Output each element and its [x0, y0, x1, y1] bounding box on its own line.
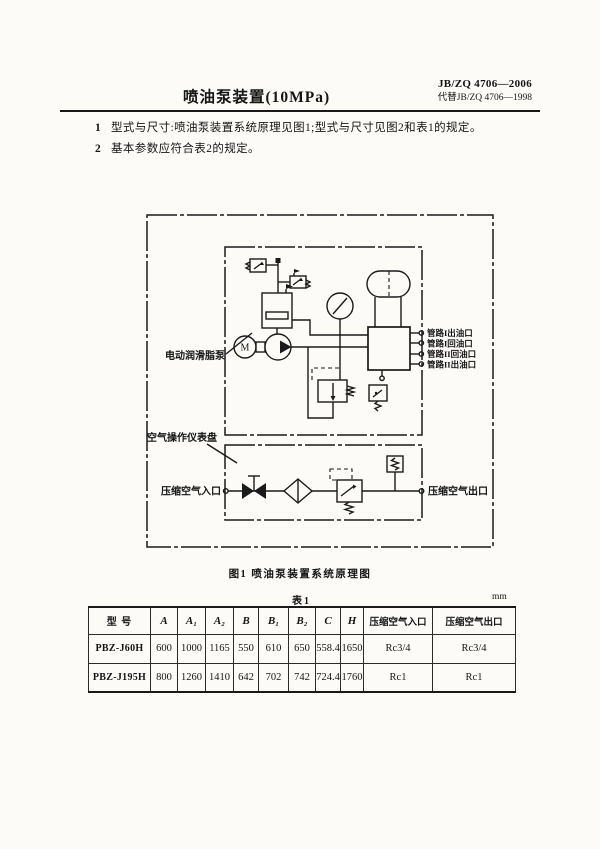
clause-1: 1 型式与尺寸:喷油泵装置系统原理见图1;型式与尺寸见图2和表1的规定。: [95, 119, 482, 135]
col-A2: A₂: [205, 606, 234, 635]
pressure-switch: [368, 370, 388, 412]
pilot-valve-2: [278, 269, 312, 289]
grease-pump: [264, 333, 292, 361]
pipeline-ports: 管路I出油口 管路I回油口 管路II回油口 管路II出油口: [410, 328, 476, 370]
header-rule: [60, 110, 540, 112]
enclosure-boxes: [146, 214, 494, 548]
standard-replaces: 代替JB/ZQ 4706—1998: [437, 92, 532, 103]
col-B2: B₂: [288, 606, 316, 635]
pilot-line: [275, 258, 281, 293]
port-1-out-label: 管路I出油口: [427, 328, 473, 338]
clause-2: 2 基本参数应符合表2的规定。: [95, 140, 260, 156]
schematic-figure: M 管路I出油口 管路I回油口 管路II回油口 管路II出油口: [146, 214, 494, 548]
table-row: PBZ-J60H 600 1000 1165 550 610 650 558.4…: [88, 633, 516, 664]
relief-valve: [307, 347, 357, 419]
clause-2-number: 2: [95, 143, 102, 155]
dimension-table: 型 号 A A₁ A₂ B B₁ B₂ C H 压缩空气入口 压缩空气出口 PB…: [88, 606, 516, 693]
col-model: 型 号: [88, 606, 151, 635]
cell-model: PBZ-J195H: [88, 662, 151, 693]
col-C: C: [315, 606, 341, 635]
col-A1: A₁: [177, 606, 206, 635]
port-2-return-label: 管路II回油口: [427, 349, 476, 359]
col-H: H: [340, 606, 364, 635]
air-panel-label: 空气操作仪表盘: [147, 431, 217, 444]
air-panel-label-group: 空气操作仪表盘: [147, 431, 238, 464]
col-air-outlet: 压缩空气出口: [432, 606, 516, 635]
cell-model: PBZ-J60H: [88, 633, 151, 664]
standard-number: JB/ZQ 4706—2006: [437, 78, 532, 90]
coupling: [255, 341, 266, 353]
pressure-gauge: [326, 292, 354, 380]
pipes: [291, 319, 368, 348]
clause-1-number: 1: [95, 122, 102, 134]
air-filter: [282, 478, 314, 504]
clause-2-text: 基本参数应符合表2的规定。: [111, 143, 260, 155]
accumulator: [366, 270, 411, 327]
grease-reservoir: [261, 284, 293, 334]
figure-labels-upper: 电动润滑脂泵: [165, 332, 253, 362]
air-outlet-label: 压缩空气出口: [428, 485, 488, 498]
port-2-out-label: 管路II出油口: [427, 360, 476, 370]
port-1-return-label: 管路I回油口: [427, 339, 473, 349]
col-A: A: [150, 606, 178, 635]
air-inlet-label: 压缩空气入口: [161, 485, 221, 498]
motor-label: M: [241, 343, 250, 354]
shutoff-valve: [242, 475, 266, 499]
col-B: B: [233, 606, 259, 635]
page-title: 喷油泵装置(10MPa): [183, 89, 331, 106]
table-header-row: 型 号 A A₁ A₂ B B₁ B₂ C H 压缩空气入口 压缩空气出口: [88, 606, 516, 635]
pilot-valve-1: [244, 258, 278, 273]
grease-pump-label: 电动润滑脂泵: [165, 349, 226, 362]
clause-1-text: 型式与尺寸:喷油泵装置系统原理见图1;型式与尺寸见图2和表1的规定。: [111, 122, 482, 134]
distributor-block: [367, 326, 411, 371]
air-regulator: [329, 468, 363, 515]
table-caption: 表1: [292, 596, 311, 607]
safety-valve: [386, 455, 404, 491]
table-row: PBZ-J195H 800 1260 1410 642 702 742 724.…: [88, 662, 516, 693]
standard-number-block: JB/ZQ 4706—2006 代替JB/ZQ 4706—1998: [380, 78, 532, 105]
col-B1: B₁: [258, 606, 289, 635]
col-air-inlet: 压缩空气入口: [363, 606, 433, 635]
table-unit: mm: [492, 592, 507, 602]
air-line: 压缩空气入口 压缩空气出口: [161, 485, 488, 498]
figure-caption: 图1 喷油泵装置系统原理图: [228, 569, 372, 580]
